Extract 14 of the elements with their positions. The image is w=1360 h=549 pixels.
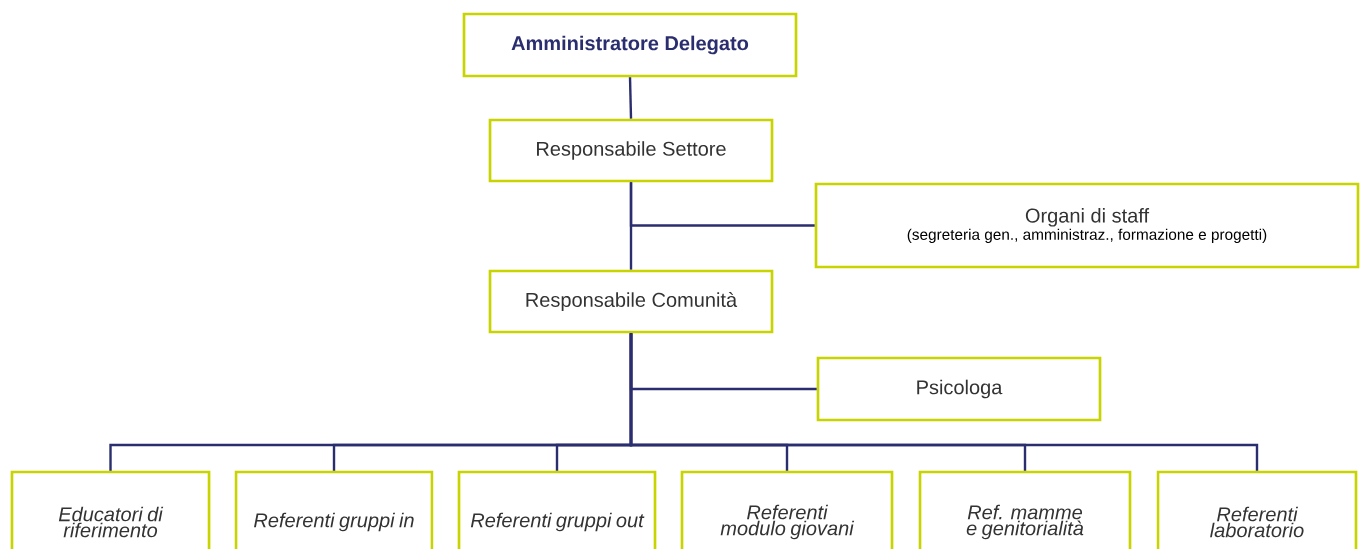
connector-line — [628, 77, 633, 119]
role-box: Referenti laboratorio — [1156, 470, 1358, 549]
role-box: Educatori di riferimento — [10, 470, 211, 549]
role-box: Responsabile Comunità — [488, 269, 774, 334]
connector-line — [629, 333, 1259, 471]
connector-line — [629, 182, 815, 227]
role-box: Psicologa — [816, 356, 1102, 422]
role-box: Referenti gruppi in — [234, 470, 434, 549]
staff-box: Organi di staff (segreteria gen., amministraz., formazione e progetti) — [814, 182, 1360, 269]
role-box: Referenti modulo giovani — [680, 470, 894, 549]
role-box: Responsabile Settore — [488, 118, 774, 183]
role-box: Ref. mamme e genitorialità — [918, 470, 1132, 549]
role-box: Referenti gruppi out — [457, 470, 657, 549]
title-box: Amministratore Delegato — [462, 12, 798, 78]
